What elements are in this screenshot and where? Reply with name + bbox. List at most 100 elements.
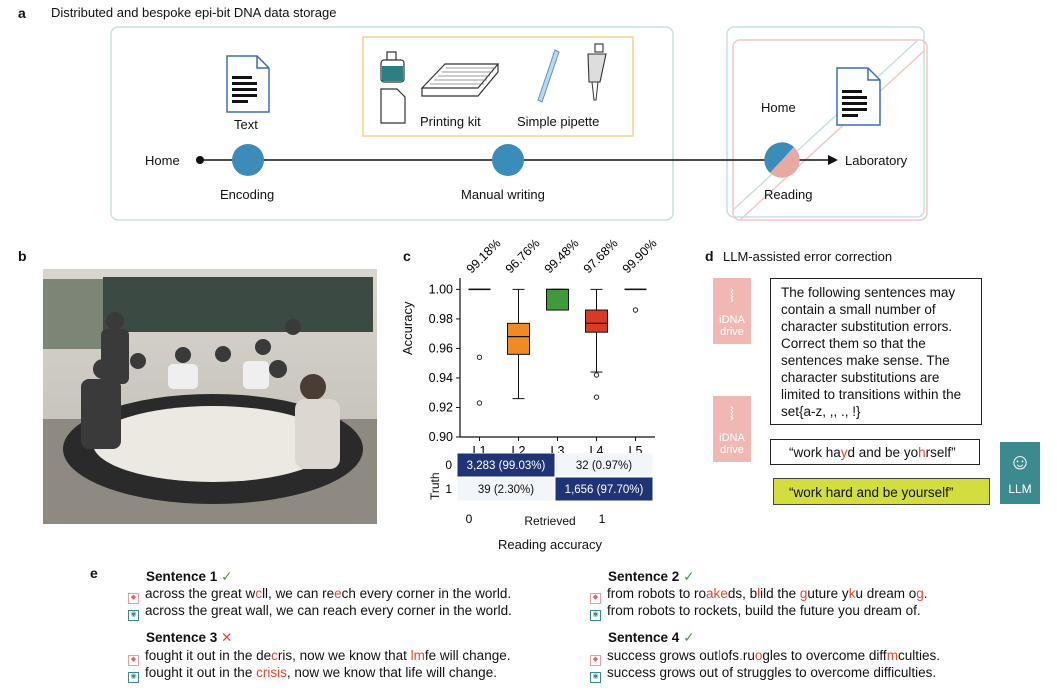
- document-icon: [226, 55, 270, 113]
- box-L2: [507, 322, 530, 355]
- laboratory-box: [732, 39, 928, 221]
- heatmap-x-tick: 0: [466, 512, 473, 526]
- text-label: Text: [234, 117, 258, 132]
- idna-drive-badge-2: ⧘ iDNA drive: [713, 396, 751, 462]
- panel-c-letter: c: [403, 248, 411, 264]
- well-plate-icon: [420, 63, 500, 97]
- kit-box: [362, 36, 634, 137]
- dna-icon: ⧘: [729, 285, 735, 307]
- outlier-point: [476, 354, 483, 360]
- box-L4: [585, 309, 608, 333]
- y-tick-label: 0.92: [429, 400, 453, 414]
- llm-badge: ☺ LLM: [1000, 442, 1040, 504]
- encoding-label: Encoding: [220, 187, 275, 202]
- heatmap-title: Reading accuracy: [497, 537, 603, 552]
- llm-icon: ◉: [128, 610, 139, 621]
- outlier-point: [593, 372, 600, 378]
- dna-icon: ⧘: [729, 403, 735, 425]
- classroom-photo: [43, 269, 377, 524]
- simple-pipette-label: Simple pipette: [517, 114, 600, 129]
- dna-icon: ◆: [590, 593, 601, 604]
- panel-d-title: LLM-assisted error correction: [723, 249, 893, 264]
- laboratory-label: Laboratory: [845, 153, 908, 168]
- heatmap-y-tick: 0: [445, 458, 452, 472]
- sentence-1-input: ◆across the great wcll, we can reech eve…: [128, 585, 511, 604]
- reading-node: [764, 142, 800, 178]
- sentence-4: Sentence 4 ✓: [608, 630, 695, 645]
- accuracy-boxplot: 1.000.980.960.940.920.90L199.18%L296.76%…: [429, 236, 660, 458]
- panel-b-letter: b: [18, 248, 27, 264]
- outlier-point: [476, 400, 483, 406]
- pen-icon: [537, 49, 560, 103]
- heatmap-cell-label: 39 (2.30%): [478, 484, 534, 496]
- home-left-label: Home: [145, 153, 180, 168]
- check-icon: ✓: [683, 569, 695, 584]
- panel-a-title: Distributed and bespoke epi-bit DNA data…: [51, 5, 337, 20]
- sentence-3-input: ◆fought it out in the decris, now we kno…: [128, 647, 510, 666]
- y-tick-label: 0.94: [429, 371, 453, 385]
- check-icon: ✓: [683, 630, 695, 645]
- ai-head-icon: ☺: [1008, 449, 1032, 474]
- heatmap-y-label: Truth: [428, 472, 442, 500]
- printing-kit-label: Printing kit: [420, 114, 481, 129]
- input-sentence-bubble: “work hayd and be yohrself”: [770, 439, 980, 465]
- panel-a-letter: a: [18, 5, 26, 21]
- dna-icon: ◆: [128, 593, 139, 604]
- prompt-bubble: The following sentences may contain a sm…: [770, 278, 982, 425]
- y-tick-label: 1.00: [429, 282, 453, 296]
- box-L3: [546, 288, 569, 311]
- dna-icon: ◆: [128, 655, 139, 666]
- pipette-icon: [587, 43, 607, 101]
- heatmap-cell-label: 32 (0.97%): [576, 460, 632, 472]
- sentence-2: Sentence 2 ✓: [608, 569, 695, 584]
- timeline-arrow: [828, 155, 838, 165]
- manual-writing-node: [492, 144, 524, 176]
- dna-icon: ◆: [590, 655, 601, 666]
- heatmap-cell: [554, 476, 654, 502]
- sentence-1: Sentence 1 ✓: [146, 569, 233, 584]
- encoding-node: [232, 144, 264, 176]
- paper-icon: [380, 88, 406, 124]
- heatmap-cell: [456, 476, 556, 502]
- home-box: [726, 26, 925, 218]
- timeline-start-dot: [196, 156, 204, 164]
- panel-d-letter: d: [705, 248, 714, 264]
- y-tick-label: 0.96: [429, 341, 453, 355]
- reading-accuracy-heatmap: 3,283 (99.03%) 32 (0.97%) 39 (2.30%) 1,656 …: [445, 453, 654, 526]
- accuracy-label: 97.68%: [581, 236, 621, 276]
- heatmap-y-tick: 1: [445, 482, 452, 496]
- sentence-2-output: ◉from robots to rockets, build the futur…: [590, 602, 921, 621]
- accuracy-label: 99.90%: [620, 236, 660, 276]
- panel-a-diagram: [110, 26, 928, 221]
- sentence-1-output: ◉across the great wall, we can reach eve…: [128, 602, 512, 621]
- heatmap-x-label: Retrieved: [524, 514, 576, 528]
- heatmap-cell-label: 1,656 (97.70%): [565, 484, 644, 496]
- outlier-point: [632, 307, 639, 313]
- outlier-point: [593, 394, 600, 400]
- sentence-2-input: ◆from robots to roakeds, blild the gutur…: [590, 585, 928, 604]
- sentence-4-input: ◆success grows outlofs.ruogles to overco…: [590, 647, 940, 666]
- output-sentence-bubble: “work hard and be yourself”: [773, 478, 990, 505]
- accuracy-label: 96.76%: [503, 236, 543, 276]
- sentence-3-output: ◉fought it out in the crisis, now we kno…: [128, 664, 497, 683]
- idna-drive-badge-1: ⧘ iDNA drive: [713, 278, 751, 344]
- llm-icon: ◉: [128, 672, 139, 683]
- accuracy-label: 99.48%: [542, 236, 582, 276]
- llm-icon: ◉: [590, 672, 601, 683]
- sentence-4-output: ◉success grows out of struggles to overc…: [590, 664, 936, 683]
- accuracy-label: 99.18%: [464, 236, 504, 276]
- document-icon-right: [836, 67, 881, 126]
- heatmap-cell-label: 3,283 (99.03%): [467, 460, 546, 472]
- manual-writing-label: Manual writing: [461, 187, 545, 202]
- y-tick-label: 0.98: [429, 312, 453, 326]
- accuracy-axis-label: Accuracy: [400, 301, 415, 355]
- check-icon: ✓: [221, 569, 233, 584]
- cross-icon: ✕: [221, 630, 233, 645]
- blackboard: [103, 277, 373, 332]
- llm-icon: ◉: [590, 610, 601, 621]
- bottle-icon: [380, 51, 405, 83]
- heatmap-cell: [554, 453, 654, 478]
- distributed-box: [110, 26, 674, 221]
- home-right-label: Home: [761, 100, 796, 115]
- reading-label: Reading: [764, 187, 813, 202]
